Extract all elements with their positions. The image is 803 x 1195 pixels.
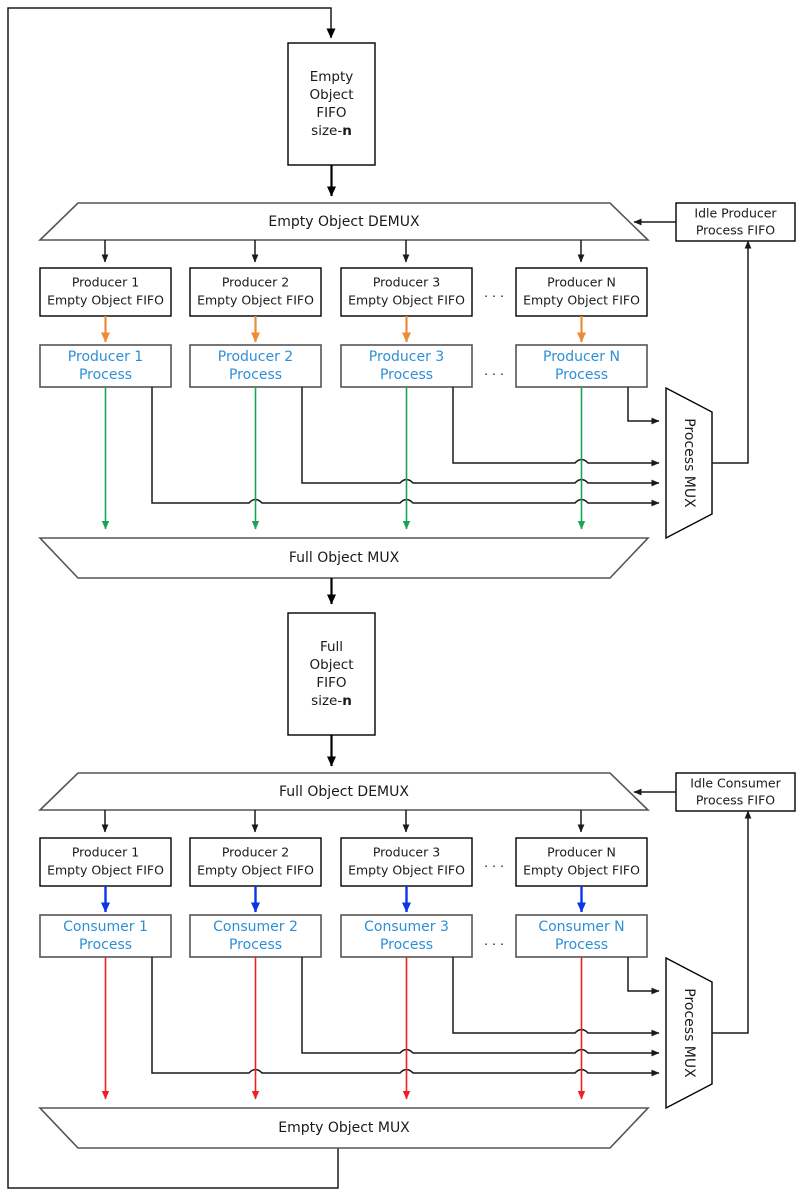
producer-process-1: Producer 1 Process	[39, 344, 172, 388]
consumer-fifo-2-line1: Producer 2	[222, 845, 289, 860]
full-object-fifo-line1: Full	[320, 639, 343, 655]
full-object-mux-label: Full Object MUX	[289, 550, 400, 566]
consumer-process-to-mux-wires	[151, 957, 660, 1077]
consumer-process-3-line2: Process	[380, 937, 433, 953]
producer-fifo-n-line1: Producer N	[547, 275, 616, 290]
full-object-fifo-size: size-n	[311, 693, 352, 709]
producer-process-2-line2: Process	[229, 367, 282, 383]
empty-object-fifo-line1: Empty	[310, 69, 354, 85]
producer-fifo-n: Producer N Empty Object FIFO	[515, 267, 648, 317]
consumer-process-2-line1: Consumer 2	[213, 919, 298, 935]
empty-object-demux: Empty Object DEMUX	[38, 202, 650, 241]
producer-fifo-2: Producer 2 Empty Object FIFO	[189, 267, 322, 317]
producer-process-row: Producer 1 Process Producer 2 Process Pr…	[39, 344, 648, 388]
consumer-process-3-line1: Consumer 3	[364, 919, 449, 935]
empty-object-demux-label: Empty Object DEMUX	[268, 214, 420, 230]
producer-fifo-3-line1: Producer 3	[373, 275, 440, 290]
producer-process-to-mux-wires	[151, 387, 660, 507]
producer-process-3-line1: Producer 3	[369, 349, 444, 365]
producer-mux-to-idle-fifo-wire	[712, 240, 752, 464]
producer-fifo-2-line2: Empty Object FIFO	[197, 293, 314, 308]
full-object-demux: Full Object DEMUX	[38, 772, 650, 811]
producer-process-3: Producer 3 Process	[340, 344, 473, 388]
producer-process-n-line1: Producer N	[543, 349, 620, 365]
consumer-process-n: Consumer N Process	[515, 914, 648, 958]
demux-to-consumer-fifo-wires	[101, 810, 585, 833]
consumer-fifo-n-line2: Empty Object FIFO	[523, 863, 640, 878]
consumer-process-3: Consumer 3 Process	[340, 914, 473, 958]
producer-fifo-1-line2: Empty Object FIFO	[47, 293, 164, 308]
demux-to-producer-fifo-wires	[101, 240, 585, 263]
full-object-fifo-box: Full Object FIFO size-n	[287, 612, 376, 736]
producer-fifo-row: Producer 1 Empty Object FIFO Producer 2 …	[39, 267, 648, 317]
consumer-process-mux-label: Process MUX	[681, 988, 697, 1078]
consumer-process-2: Consumer 2 Process	[189, 914, 322, 958]
consumer-fifo-3: Producer 3 Empty Object FIFO	[340, 837, 473, 887]
consumer-fifo-ellipsis: · · ·	[484, 859, 504, 874]
producer-fifo-3: Producer 3 Empty Object FIFO	[340, 267, 473, 317]
producer-process-3-line2: Process	[380, 367, 433, 383]
producer-process-mux: Process MUX	[665, 386, 713, 540]
consumer-fifo-n-line1: Producer N	[547, 845, 616, 860]
producer-process-ellipsis: · · ·	[484, 367, 504, 382]
producer-fifo-2-line1: Producer 2	[222, 275, 289, 290]
idle-consumer-process-fifo: Idle Consumer Process FIFO	[675, 772, 796, 812]
full-object-fifo-line2: Object	[310, 657, 354, 673]
consumer-process-row: Consumer 1 Process Consumer 2 Process Co…	[39, 914, 648, 958]
empty-object-fifo-line2: Object	[310, 87, 354, 103]
idle-producer-process-fifo: Idle Producer Process FIFO	[675, 202, 796, 242]
consumer-process-n-line1: Consumer N	[538, 919, 624, 935]
consumer-process-ellipsis: · · ·	[484, 937, 504, 952]
consumer-process-1-line2: Process	[79, 937, 132, 953]
idle-consumer-fifo-line2: Process FIFO	[696, 793, 775, 808]
empty-object-fifo-size: size-n	[311, 123, 352, 139]
producer-process-1-line2: Process	[79, 367, 132, 383]
producer-process-mux-label: Process MUX	[681, 418, 697, 508]
consumer-process-2-line2: Process	[229, 937, 282, 953]
producer-output-green-wires	[101, 387, 586, 530]
consumer-output-red-wires	[101, 957, 586, 1100]
producer-fifo-1: Producer 1 Empty Object FIFO	[39, 267, 172, 317]
idle-producer-fifo-line1: Idle Producer	[694, 206, 777, 221]
full-object-fifo-line3: FIFO	[316, 675, 346, 691]
consumer-fifo-2: Producer 2 Empty Object FIFO	[189, 837, 322, 887]
consumer-fifo-to-process-wires	[100, 886, 586, 913]
consumer-fifo-3-line2: Empty Object FIFO	[348, 863, 465, 878]
empty-object-fifo-box: Empty Object FIFO size-n	[287, 42, 376, 166]
producer-process-2-line1: Producer 2	[218, 349, 293, 365]
producer-fifo-3-line2: Empty Object FIFO	[348, 293, 465, 308]
empty-object-fifo-line3: FIFO	[316, 105, 346, 121]
full-object-demux-label: Full Object DEMUX	[279, 784, 409, 800]
consumer-fifo-1-line1: Producer 1	[72, 845, 139, 860]
producer-fifo-n-line2: Empty Object FIFO	[523, 293, 640, 308]
idle-consumer-fifo-line1: Idle Consumer	[690, 776, 781, 791]
idle-producer-fifo-line2: Process FIFO	[696, 223, 775, 238]
consumer-process-mux: Process MUX	[665, 956, 713, 1110]
consumer-fifo-1: Producer 1 Empty Object FIFO	[39, 837, 172, 887]
producer-process-n-line2: Process	[555, 367, 608, 383]
consumer-fifo-3-line1: Producer 3	[373, 845, 440, 860]
full-object-mux: Full Object MUX	[38, 537, 650, 579]
empty-object-mux: Empty Object MUX	[38, 1107, 650, 1149]
consumer-process-1: Consumer 1 Process	[39, 914, 172, 958]
consumer-fifo-n: Producer N Empty Object FIFO	[515, 837, 648, 887]
producer-fifo-1-line1: Producer 1	[72, 275, 139, 290]
consumer-fifo-2-line2: Empty Object FIFO	[197, 863, 314, 878]
global-return-loop	[7, 7, 339, 1189]
consumer-process-1-line1: Consumer 1	[63, 919, 148, 935]
producer-fifo-ellipsis: · · ·	[484, 289, 504, 304]
producer-fifo-to-process-wires	[100, 316, 586, 343]
consumer-fifo-row: Producer 1 Empty Object FIFO Producer 2 …	[39, 837, 648, 887]
consumer-fifo-1-line2: Empty Object FIFO	[47, 863, 164, 878]
producer-process-1-line1: Producer 1	[68, 349, 143, 365]
empty-object-mux-label: Empty Object MUX	[278, 1120, 410, 1136]
producer-process-n: Producer N Process	[515, 344, 648, 388]
consumer-mux-to-idle-fifo-wire	[712, 810, 752, 1034]
producer-process-2: Producer 2 Process	[189, 344, 322, 388]
consumer-process-n-line2: Process	[555, 937, 608, 953]
